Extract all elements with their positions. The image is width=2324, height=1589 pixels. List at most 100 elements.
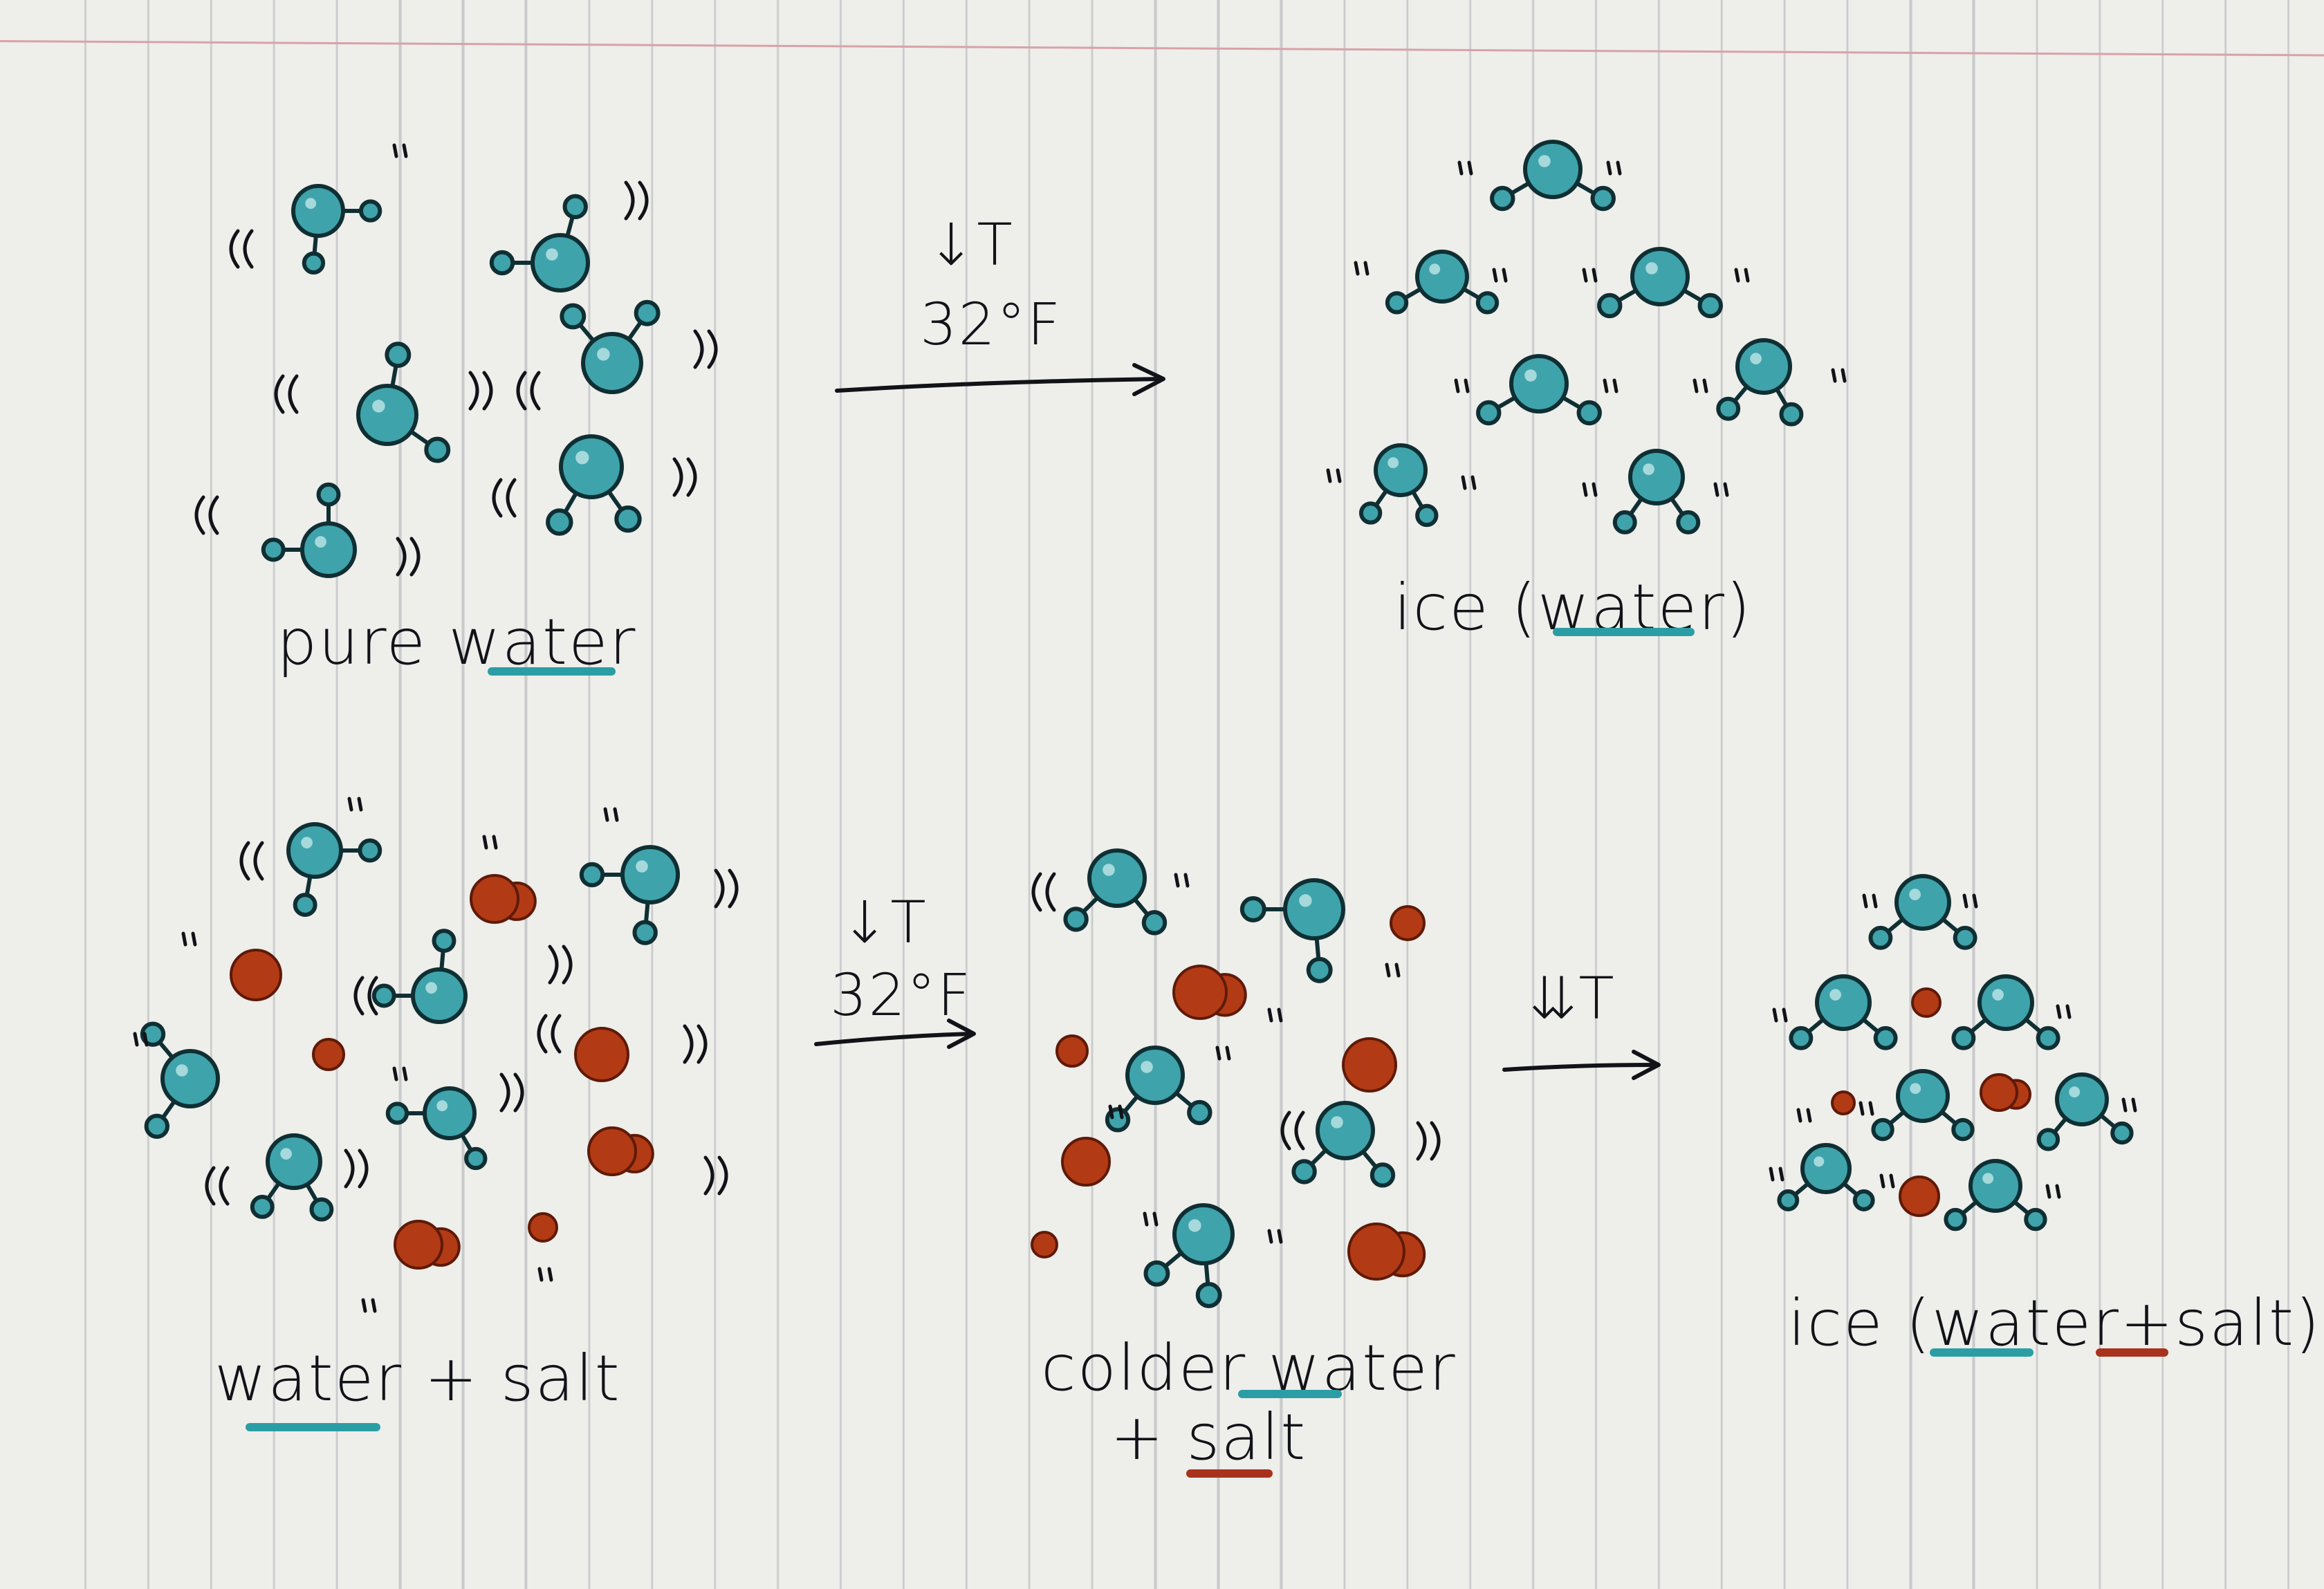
arrow-bottom-first-temp-symbol: ↓T <box>840 889 928 956</box>
arrow-bottom-second-temp-symbol: ⇊T <box>1529 965 1616 1032</box>
motion-mark <box>1143 1211 1159 1227</box>
salt-ion <box>1980 1073 2031 1112</box>
motion-mark <box>703 1155 728 1196</box>
salt-ion <box>1347 1223 1426 1281</box>
water-molecule <box>1490 140 1616 212</box>
motion-mark <box>482 835 498 850</box>
water-molecule <box>371 929 468 1024</box>
water-molecule <box>1944 1159 2047 1232</box>
arrow-top-temp-symbol: ↓T <box>927 211 1014 279</box>
water-molecule <box>1143 1203 1235 1308</box>
motion-mark <box>603 807 619 822</box>
water-molecule <box>140 1021 220 1140</box>
salt-ion <box>1831 1090 1856 1115</box>
salt-ion <box>1390 905 1426 941</box>
motion-mark <box>392 143 408 158</box>
water-molecule <box>489 194 590 292</box>
motion-mark <box>1215 1046 1231 1061</box>
motion-mark <box>1454 378 1470 393</box>
water-molecule <box>1476 354 1602 426</box>
water-molecule <box>1612 449 1701 535</box>
water-molecule <box>1358 443 1439 528</box>
motion-mark <box>1267 1229 1283 1244</box>
motion-mark <box>361 1298 377 1313</box>
salt-ion <box>1911 987 1942 1018</box>
salt-ion <box>1031 1231 1058 1258</box>
motion-mark <box>1862 893 1878 909</box>
motion-mark <box>2121 1097 2137 1113</box>
arrow-bottom-first-head <box>947 1019 976 1049</box>
motion-marks-layer <box>133 143 2137 1313</box>
arrow-bottom-second-head <box>1632 1050 1661 1080</box>
motion-mark <box>516 371 541 411</box>
motion-mark <box>1796 1108 1812 1123</box>
motion-mark <box>133 1032 149 1047</box>
salt-ion <box>1172 965 1247 1020</box>
motion-mark <box>1606 160 1622 176</box>
motion-mark <box>239 841 264 881</box>
arrow-group <box>814 363 1661 1080</box>
underline-ice-water-salt-salt <box>2096 1348 2168 1357</box>
water-molecule <box>1951 974 2060 1050</box>
motion-mark <box>1416 1121 1441 1161</box>
salt-ion <box>470 874 537 924</box>
motion-mark <box>1769 1167 1784 1182</box>
motion-mark <box>1693 378 1708 393</box>
motion-mark <box>1603 378 1618 393</box>
water-molecule <box>1777 1143 1875 1211</box>
underline-pure-water <box>488 667 616 676</box>
water-molecule <box>1789 974 1898 1050</box>
motion-mark <box>2045 1184 2061 1199</box>
motion-mark <box>205 1166 230 1206</box>
motion-mark <box>1582 482 1598 497</box>
arrow-top <box>835 377 1164 393</box>
salt-ion <box>1342 1037 1397 1093</box>
motion-mark <box>537 1267 553 1282</box>
motion-mark <box>392 1066 408 1081</box>
motion-mark <box>683 1024 708 1064</box>
water-molecule <box>1239 878 1345 983</box>
motion-mark <box>274 374 299 414</box>
salt-ion <box>1899 1176 1940 1217</box>
arrow-top-temp-value: 32°F <box>920 290 1062 358</box>
salt-ion <box>394 1220 461 1270</box>
motion-mark <box>714 868 739 909</box>
arrow-bottom-second <box>1502 1063 1659 1072</box>
salt-ion <box>528 1212 558 1243</box>
motion-mark <box>353 976 378 1016</box>
salt-ion <box>587 1126 654 1176</box>
motion-mark <box>548 945 573 985</box>
motion-mark <box>537 1014 562 1054</box>
motion-mark <box>181 931 197 947</box>
water-molecule <box>546 434 642 536</box>
water-molecule <box>291 184 382 275</box>
underline-ice-water-salt-water <box>1930 1348 2034 1357</box>
motion-mark <box>1461 475 1477 490</box>
water-molecule <box>356 342 451 463</box>
water-molecule <box>1716 338 1804 427</box>
caption-ice-water-salt: ice (water+salt) <box>1788 1286 2321 1360</box>
underline-colder-water <box>1238 1390 1342 1398</box>
water-molecule <box>560 299 661 394</box>
motion-mark <box>1713 482 1729 497</box>
molecules-layer <box>140 140 2134 1308</box>
salt-ion <box>1061 1137 1111 1187</box>
motion-mark <box>1457 160 1473 176</box>
motion-mark <box>492 478 517 518</box>
motion-mark <box>693 329 718 369</box>
water-molecule <box>1291 1101 1396 1188</box>
underline-ice-water <box>1553 628 1695 636</box>
motion-mark <box>468 371 493 411</box>
motion-mark <box>1879 1173 1895 1189</box>
salt-ion <box>312 1038 345 1071</box>
caption-water-salt: water + salt <box>214 1341 621 1415</box>
motion-mark <box>1831 368 1847 383</box>
motion-mark <box>1859 1101 1874 1116</box>
motion-mark <box>2056 1004 2072 1019</box>
motion-mark <box>672 457 697 497</box>
water-molecule <box>250 1133 334 1222</box>
motion-mark <box>624 180 649 221</box>
motion-mark <box>396 537 421 577</box>
